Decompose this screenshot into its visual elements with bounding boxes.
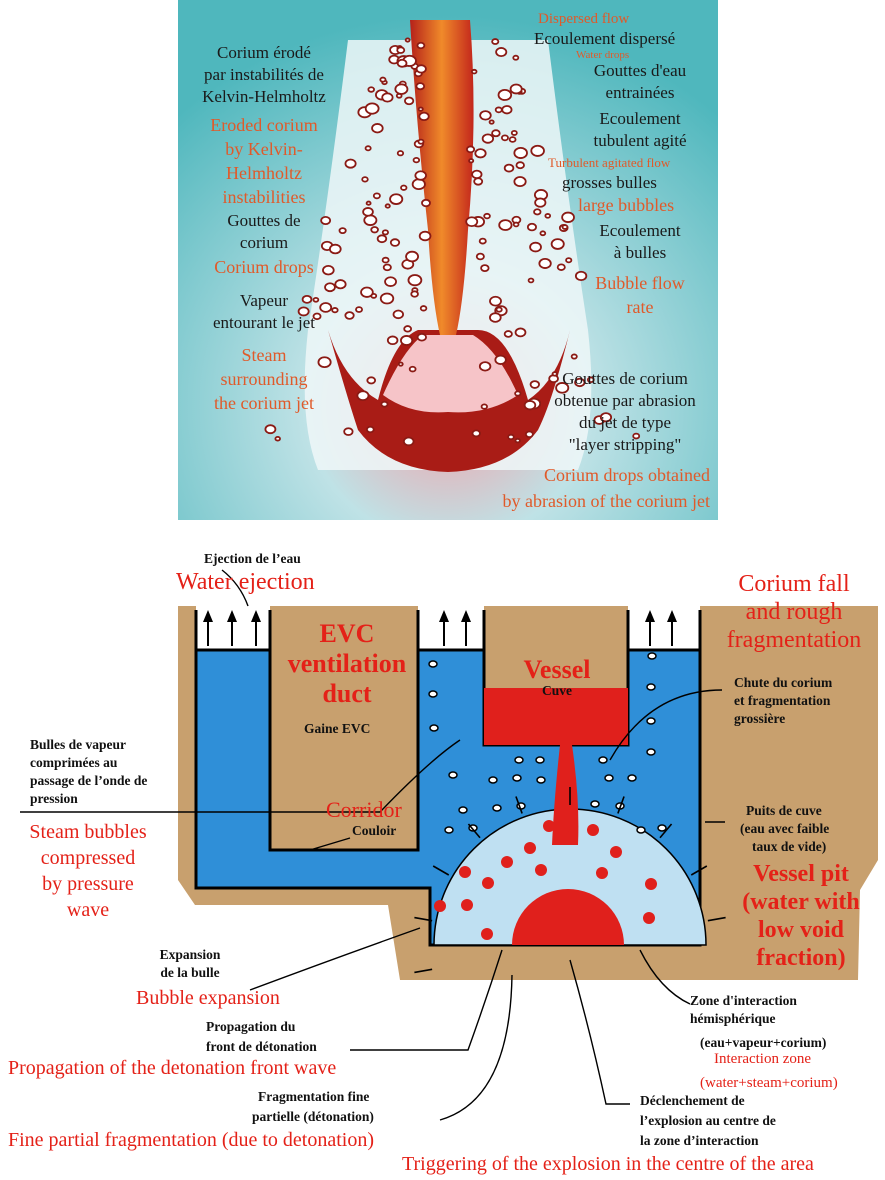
pit-fr-2: (eau avec faible [740, 822, 829, 836]
corium-droplet [481, 928, 493, 940]
bubble [658, 825, 666, 831]
arrow-head [227, 610, 237, 622]
corridor-en: Corridor [326, 798, 402, 821]
vessel-fr: Cuve [494, 684, 620, 698]
bubble [445, 827, 453, 833]
ejection-en: Water ejection [176, 570, 315, 595]
corium-droplet [501, 856, 513, 868]
bubble [605, 775, 613, 781]
fine-fr-2: partielle (détonation) [252, 1110, 374, 1124]
evc-en-1: EVC [282, 620, 412, 647]
fall-fr-2: et fragmentation [734, 694, 830, 708]
corium-droplet [535, 864, 547, 876]
corium-droplet [434, 900, 446, 912]
bubbles-fr-1: Bulles de vapeur [30, 738, 126, 752]
corium-droplet [645, 878, 657, 890]
corium-droplet [643, 912, 655, 924]
bubble [537, 777, 545, 783]
corium-droplet [566, 830, 578, 842]
pit-en-1: Vessel pit [720, 862, 882, 887]
bubble [536, 757, 544, 763]
interaction-en-2: (water+steam+corium) [700, 1076, 838, 1092]
bubbles-fr-4: pression [30, 792, 78, 806]
corium-droplet [610, 846, 622, 858]
bubble [628, 775, 636, 781]
bubble [513, 775, 521, 781]
evc-fr: Gaine EVC [304, 722, 370, 736]
trigger-fr-2: l’explosion au centre de [640, 1114, 776, 1128]
fine-fr-1: Fragmentation fine [258, 1090, 369, 1104]
expansion-en: Bubble expansion [136, 988, 280, 1009]
bubble [515, 757, 523, 763]
bubble [599, 757, 607, 763]
interaction-en-1: Interaction zone [714, 1052, 811, 1068]
ejection-fr: Ejection de l’eau [204, 552, 301, 566]
pit-en-2: (water with [720, 890, 882, 915]
leader-line [250, 928, 420, 990]
corium-droplet [459, 866, 471, 878]
fall-en-1: Corium fall [706, 572, 882, 597]
arrow-head [461, 610, 471, 622]
bubble [637, 827, 645, 833]
bubbles-en-2: compressed [4, 848, 172, 869]
bubble [493, 805, 501, 811]
bubbles-en-3: by pressure [4, 874, 172, 895]
pit-fr-3: taux de vide) [752, 840, 826, 854]
bubbles-fr-3: passage de l’onde de [30, 774, 147, 788]
fall-fr-1: Chute du corium [734, 676, 832, 690]
fall-en-2: and rough [706, 600, 882, 625]
corium-droplet [596, 867, 608, 879]
arrow-head [667, 610, 677, 622]
bubble [647, 749, 655, 755]
arrow-head [203, 610, 213, 622]
bubbles-en-4: wave [4, 900, 172, 921]
trigger-fr-1: Déclenchement de [640, 1094, 745, 1108]
bubble [647, 684, 655, 690]
pit-en-4: fraction) [720, 946, 882, 971]
bubble [430, 725, 438, 731]
expansion-fr-2: de la bulle [130, 966, 250, 980]
evc-en-2: ventilation [282, 650, 412, 677]
bubbles-fr-2: comprimées au [30, 756, 117, 770]
fall-en-3: fragmentation [706, 628, 882, 653]
expansion-fr-1: Expansion [130, 948, 250, 962]
pit-fr-1: Puits de cuve [746, 804, 822, 818]
propagation-fr-1: Propagation du [206, 1020, 295, 1034]
corium-droplet [587, 824, 599, 836]
bubble [459, 807, 467, 813]
arrow-head [439, 610, 449, 622]
propagation-fr-2: front de détonation [206, 1040, 317, 1054]
bubble [429, 691, 437, 697]
bubble [648, 653, 656, 659]
fine-en: Fine partial fragmentation (due to deton… [8, 1130, 374, 1151]
interaction-fr-3: (eau+vapeur+corium) [700, 1036, 826, 1050]
bubble [449, 772, 457, 778]
corridor-fr: Couloir [352, 824, 396, 838]
propagation-en: Propagation of the detonation front wave [8, 1058, 336, 1079]
bubble [489, 777, 497, 783]
corium-droplet [461, 899, 473, 911]
trigger-fr-3: la zone d’interaction [640, 1134, 758, 1148]
arrow-head [645, 610, 655, 622]
evc-en-3: duct [282, 680, 412, 707]
bubble [647, 718, 655, 724]
corium-droplet [524, 842, 536, 854]
leader-line [440, 975, 512, 1120]
leader-line [570, 960, 630, 1104]
pit-en-3: low void [720, 918, 882, 943]
arrow-head [251, 610, 261, 622]
vessel-en: Vessel [494, 656, 620, 683]
bubble [591, 801, 599, 807]
bubble [429, 661, 437, 667]
interaction-fr-1: Zone d'interaction [690, 994, 797, 1008]
corium-droplet [543, 820, 555, 832]
bubbles-en-1: Steam bubbles [4, 822, 172, 843]
corium-droplet [482, 877, 494, 889]
trigger-en: Triggering of the explosion in the centr… [402, 1154, 814, 1175]
fall-fr-3: grossière [734, 712, 785, 726]
interaction-fr-2: hémisphérique [690, 1012, 776, 1026]
